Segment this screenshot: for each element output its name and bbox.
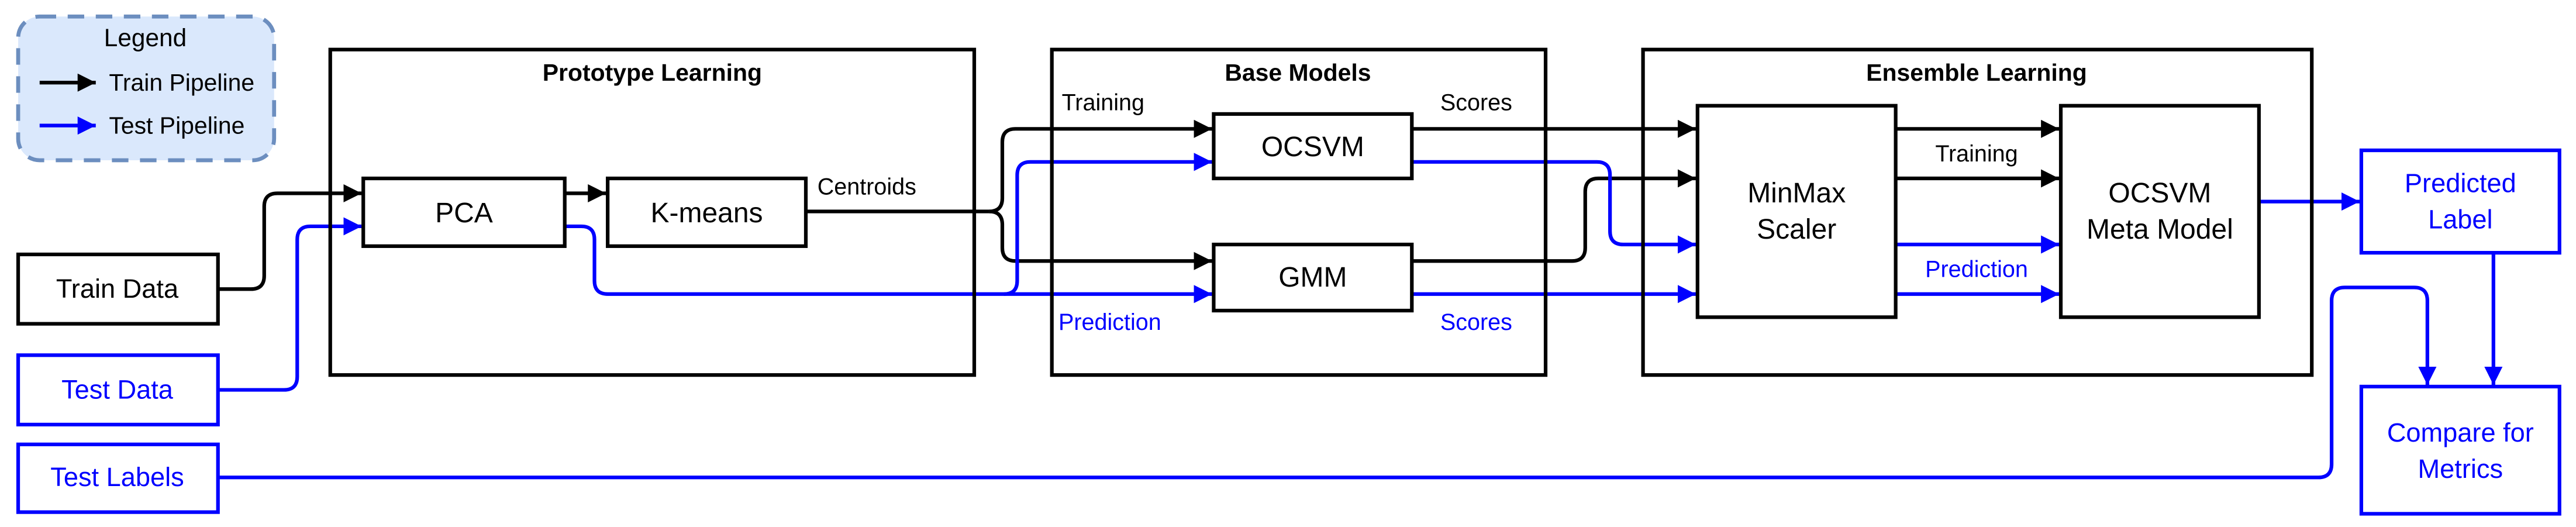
ensemble-training-label: Training xyxy=(1935,141,2018,167)
base-scores-train-label: Scores xyxy=(1440,89,1512,115)
node-compare-for-metrics xyxy=(2359,384,2561,516)
edge-test-data-to-pca xyxy=(218,217,362,392)
edge-ocsvm-test-scores-to-minmax xyxy=(1412,160,1696,254)
edge-gmm-scores-to-minmax xyxy=(1412,169,1696,263)
node-kmeans-label: K-means xyxy=(651,198,763,229)
node-pca-label: PCA xyxy=(435,198,493,229)
node-train-data-label: Train Data xyxy=(56,274,179,304)
section-ensemble-learning: Ensemble Learning MinMax Scaler Training… xyxy=(1641,47,2314,377)
edge-test-labels-to-compare xyxy=(218,285,2437,480)
node-predicted-label xyxy=(2359,148,2561,255)
edges xyxy=(218,119,2503,480)
node-compare-line2: Metrics xyxy=(2418,454,2503,484)
node-meta-label-line2: Meta Model xyxy=(2087,214,2233,245)
node-compare-line1: Compare for xyxy=(2387,418,2534,447)
ensemble-prediction-label: Prediction xyxy=(1925,257,2028,283)
edge-centroids-to-ocsvm xyxy=(989,119,1212,213)
edge-pca-prediction-to-ocsvm xyxy=(1003,153,1212,296)
edge-centroids-to-gmm xyxy=(989,209,1212,270)
section-prototype-learning: Prototype Learning PCA K-means Centroids xyxy=(328,47,977,377)
node-ocsvm-meta-model xyxy=(2058,104,2261,319)
centroids-edge-label: Centroids xyxy=(818,174,916,199)
ensemble-learning-title: Ensemble Learning xyxy=(1866,59,2087,86)
node-test-labels xyxy=(16,442,220,514)
node-minmax-label-line1: MinMax xyxy=(1747,178,1846,209)
node-ocsvm-label: OCSVM xyxy=(1261,132,1364,163)
node-meta-label-line1: OCSVM xyxy=(2108,178,2211,209)
base-training-label: Training xyxy=(1062,89,1144,115)
legend-item-test-label: Test Pipeline xyxy=(109,112,244,139)
node-predicted-label-line2: Label xyxy=(2428,204,2493,234)
input-nodes: Train Data Test Data Test Labels xyxy=(16,252,220,514)
base-prediction-label: Prediction xyxy=(1058,309,1161,335)
edge-pca-prediction-to-gmm xyxy=(564,224,1212,304)
node-minmax-label-line2: Scaler xyxy=(1757,214,1836,245)
node-train-data xyxy=(16,252,220,326)
output-nodes: Predicted Label Compare for Metrics xyxy=(2359,148,2561,516)
base-models-title: Base Models xyxy=(1225,59,1371,86)
base-models-container xyxy=(1050,47,1548,377)
legend-title: Legend xyxy=(104,24,187,51)
ensemble-learning-container xyxy=(1641,47,2314,377)
node-minmax-scaler xyxy=(1695,104,1898,319)
node-test-data xyxy=(16,353,220,426)
edge-train-data-to-pca xyxy=(218,184,362,291)
section-base-models: Base Models Training Scores Prediction S… xyxy=(1050,47,1548,377)
node-test-labels-label: Test Labels xyxy=(50,462,184,492)
node-predicted-label-line1: Predicted xyxy=(2405,168,2516,198)
node-test-data-label: Test Data xyxy=(61,374,174,404)
prototype-learning-title: Prototype Learning xyxy=(543,59,762,86)
prototype-learning-container xyxy=(328,47,977,377)
node-gmm-label: GMM xyxy=(1278,262,1347,293)
node-gmm xyxy=(1212,242,1414,313)
node-ocsvm xyxy=(1212,112,1414,181)
legend-item-train-label: Train Pipeline xyxy=(109,69,254,96)
node-pca xyxy=(361,176,567,248)
base-scores-test-label: Scores xyxy=(1440,309,1512,335)
legend: Legend Train Pipeline Test Pipeline xyxy=(16,14,277,163)
node-kmeans xyxy=(606,176,808,248)
